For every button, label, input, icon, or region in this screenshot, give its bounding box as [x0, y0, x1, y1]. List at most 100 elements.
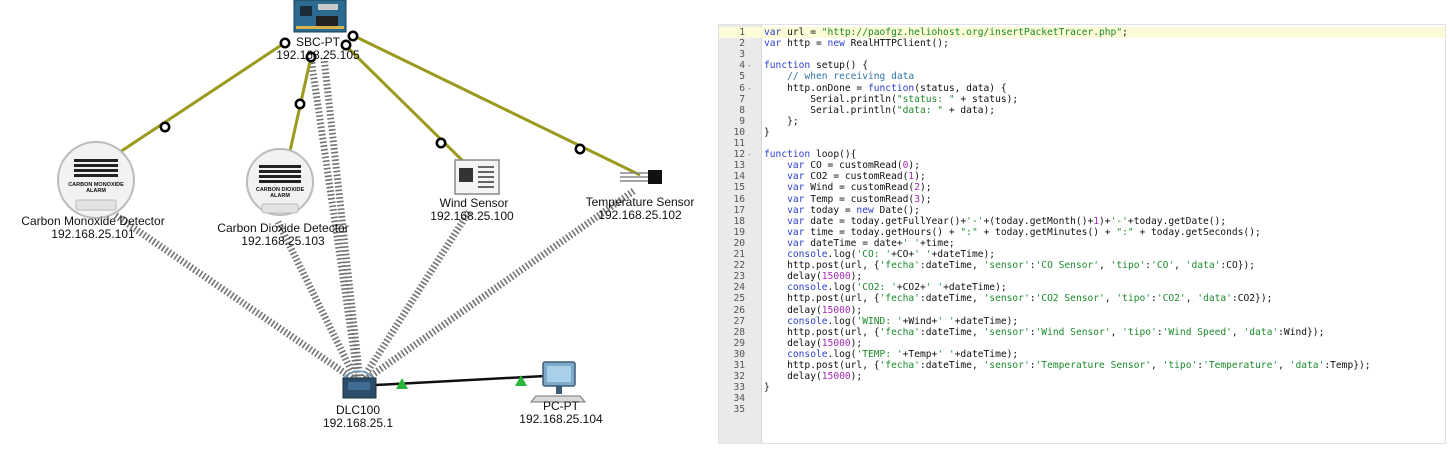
code-line[interactable]: 18 var date = today.getFullYear()+'-'+(t… [719, 216, 1445, 227]
co2-detector-device[interactable]: CARBON DIOXIDE ALARM Carbon Dioxide Dete… [217, 148, 349, 248]
code-line[interactable]: 17 var today = new Date(); [719, 205, 1445, 216]
code-line[interactable]: 8 Serial.println("data: " + data); [719, 105, 1445, 116]
code-text: Serial.println("data: " + data); [764, 104, 996, 116]
line-number: 9 [739, 115, 745, 127]
line-number: 4 [739, 60, 745, 72]
line-number: 14 [733, 171, 745, 183]
code-line[interactable]: 21 console.log('CO: '+CO+' '+dateTime); [719, 249, 1445, 260]
code-text: var http = new RealHTTPClient(); [764, 38, 949, 50]
link-port-dot [279, 37, 291, 49]
code-text: http.post(url, {'fecha':dateTime, 'senso… [764, 260, 1256, 272]
code-text: var date = today.getFullYear()+'-'+(toda… [787, 215, 1227, 227]
pc-device[interactable]: PC-PT 192.168.25.104 [519, 361, 603, 426]
co-ip-label: 192.168.25.101 [51, 227, 135, 241]
code-line[interactable]: 26 delay(15000); [719, 305, 1445, 316]
temperature-sensor-icon [648, 170, 662, 184]
sbc-device[interactable]: SBC-PT 192.168.25.105 [276, 0, 360, 62]
line-number: 31 [733, 360, 745, 371]
code-text: console.log('TEMP: '+Temp+' '+dateTime); [787, 348, 1019, 360]
line-number: 2 [739, 38, 745, 50]
code-line[interactable]: 14 var CO2 = customRead(1); [719, 171, 1445, 182]
code-line[interactable]: 34 [719, 393, 1445, 404]
wireless-link-sbc-a [307, 57, 362, 381]
code-line[interactable]: 28 http.post(url, {'fecha':dateTime, 'se… [719, 327, 1445, 338]
line-number: 15 [733, 182, 745, 194]
code-line[interactable]: 6- http.onDone = function(status, data) … [719, 83, 1445, 94]
fold-toggle-icon[interactable]: - [747, 83, 752, 93]
pc-ip-label: 192.168.25.104 [519, 412, 603, 426]
sbc-chip [300, 6, 312, 16]
co2-detector-vents [259, 165, 301, 183]
network-topology-canvas[interactable]: SBC-PT 192.168.25.105 CARBON MONOXIDE AL… [0, 0, 700, 454]
line-number: 28 [733, 326, 745, 338]
code-line[interactable]: 15 var Wind = customRead(2); [719, 182, 1445, 193]
co-detector-device[interactable]: CARBON MONOXIDE ALARM Carbon Monoxide De… [21, 141, 165, 241]
code-line[interactable]: 9 }; [719, 116, 1445, 127]
code-text: http.post(url, {'fecha':dateTime, 'senso… [764, 360, 1371, 371]
link-port-dot [305, 51, 317, 63]
code-line[interactable]: 16 var Temp = customRead(3); [719, 194, 1445, 205]
code-line[interactable]: 29 delay(15000); [719, 338, 1445, 349]
line-number: 12 [733, 149, 745, 161]
line-number: 22 [733, 260, 745, 272]
line-number: 6 [739, 82, 745, 94]
link-port-dot [294, 98, 306, 110]
co2-detector-face-text: CARBON DIOXIDE [256, 187, 305, 193]
code-line[interactable]: 22 http.post(url, {'fecha':dateTime, 'se… [719, 260, 1445, 271]
temperature-sensor-device[interactable]: Temperature Sensor 192.168.25.102 [586, 170, 695, 222]
code-line[interactable]: 7 Serial.println("status: " + status); [719, 94, 1445, 105]
dlc100-ip-label: 192.168.25.1 [323, 416, 393, 430]
co-detector-vents [74, 159, 118, 177]
wind-sensor-device[interactable]: Wind Sensor 192.168.25.100 [430, 159, 514, 223]
wind-name-label: Wind Sensor [440, 196, 509, 210]
line-number: 25 [733, 293, 745, 305]
code-text: console.log('WIND: '+Wind+' '+dateTime); [787, 315, 1019, 327]
line-number: 3 [739, 49, 745, 61]
code-line[interactable]: 19 var time = today.getHours() + ":" + t… [719, 227, 1445, 238]
code-line[interactable]: 11 [719, 138, 1445, 149]
pc-name-label: PC-PT [543, 399, 580, 413]
co-detector-face-text: CARBON MONOXIDE [68, 182, 124, 188]
line-number: 32 [733, 371, 745, 383]
sbc-chip [316, 16, 338, 26]
code-line[interactable]: 33} [719, 382, 1445, 393]
code-line[interactable]: 4-function setup() { [719, 60, 1445, 71]
wind-ip-label: 192.168.25.100 [430, 209, 514, 223]
code-line[interactable]: 20 var dateTime = date+' '+time; [719, 238, 1445, 249]
code-line[interactable]: 30 console.log('TEMP: '+Temp+' '+dateTim… [719, 349, 1445, 360]
code-line[interactable]: 35 [719, 404, 1445, 415]
line-number: 8 [739, 104, 745, 116]
line-number: 23 [733, 271, 745, 283]
code-line[interactable]: 5 // when receiving data [719, 71, 1445, 82]
fold-toggle-icon[interactable]: - [747, 61, 752, 71]
code-line[interactable]: 23 delay(15000); [719, 271, 1445, 282]
code-text: function loop(){ [764, 149, 857, 161]
code-line[interactable]: 32 delay(15000); [719, 371, 1445, 382]
code-line[interactable]: 31 http.post(url, {'fecha':dateTime, 'se… [719, 360, 1445, 371]
link-port-dot [159, 121, 171, 133]
wireless-link-co2 [274, 220, 360, 382]
code-text: var time = today.getHours() + ":" + toda… [787, 226, 1261, 238]
dlc100-device[interactable]: DLC100 192.168.25.1 [323, 370, 393, 430]
line-number: 20 [733, 237, 745, 249]
code-line[interactable]: 3 [719, 49, 1445, 60]
code-text: console.log('CO: '+CO+' '+dateTime); [787, 249, 996, 260]
co-detector-base [75, 199, 117, 211]
co2-ip-label: 192.168.25.103 [241, 234, 325, 248]
code-line[interactable]: 25 http.post(url, {'fecha':dateTime, 'se… [719, 293, 1445, 304]
line-number: 24 [733, 282, 745, 294]
code-line[interactable]: 27 console.log('WIND: '+Wind+' '+dateTim… [719, 316, 1445, 327]
code-line[interactable]: 2 var http = new RealHTTPClient(); [719, 38, 1445, 49]
pc-stand [556, 386, 562, 394]
fold-toggle-icon[interactable]: - [747, 150, 752, 160]
co-name-label: Carbon Monoxide Detector [21, 214, 164, 228]
code-line[interactable]: 12- function loop(){ [719, 149, 1445, 160]
code-line[interactable]: 13 var CO = customRead(0); [719, 160, 1445, 171]
code-text: var CO2 = customRead(1); [787, 171, 926, 183]
iot-link-co [119, 40, 287, 154]
line-number-gutter [719, 25, 762, 443]
code-line[interactable]: 10} [719, 127, 1445, 138]
code-line[interactable]: 24 console.log('CO2: '+CO2+' '+dateTime)… [719, 282, 1445, 293]
